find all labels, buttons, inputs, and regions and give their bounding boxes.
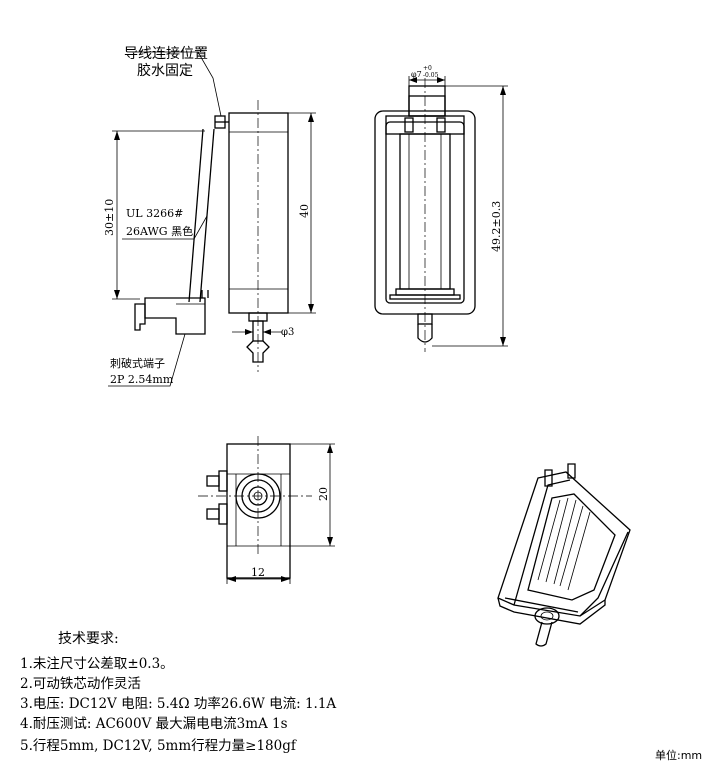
callout-wire-position-2: 胶水固定	[137, 62, 193, 79]
terminal-connector	[144, 297, 206, 335]
solenoid-body-side	[228, 112, 289, 314]
dim-height: 20	[317, 487, 330, 501]
iso-shaft	[535, 621, 553, 647]
requirement-item-5: 5.行程5mm, DC12V, 5mm行程力量≥180gf	[20, 738, 296, 754]
bottom-shaft	[417, 324, 433, 343]
leader-terminal	[108, 333, 186, 387]
callout-terminal-2: 2P 2.54mm	[110, 373, 174, 386]
requirement-item-1: 1.未注尺寸公差取±0.3。	[20, 656, 174, 672]
dim-plunger-tol-lower: -0.05	[423, 72, 439, 79]
body-bottom-view	[226, 443, 291, 579]
requirement-item-4: 4.耐压测试: AC600V 最大漏电电流3mA 1s	[20, 716, 288, 732]
bottom-view: 20 12	[198, 436, 335, 584]
requirement-item-2: 2.可动铁芯动作灵活	[20, 676, 141, 692]
dim-wire-length: 30±10	[103, 199, 116, 236]
leader-wire-spec	[122, 215, 208, 240]
dim-plunger-tol-upper: +0	[423, 65, 432, 72]
lead-wire	[188, 128, 204, 303]
callout-wire-position-1: 导线连接位置	[124, 45, 208, 62]
dim-body-length: 40	[298, 204, 311, 218]
front-view: φ7 +0 -0.05 49.2±0.3	[374, 65, 508, 352]
requirements-title: 技术要求:	[58, 631, 119, 647]
callout-wire-spec-2: 26AWG 黑色	[126, 224, 193, 238]
dim-total-length: 49.2±0.3	[490, 201, 503, 252]
requirement-item-3: 3.电压: DC12V 电阻: 5.4Ω 功率26.6W 电流: 1.1A	[20, 696, 337, 712]
dim-width: 12	[251, 566, 265, 579]
callout-terminal-1: 刺破式端子	[110, 356, 165, 370]
callout-wire-spec-1: UL 3266#	[126, 207, 183, 220]
isometric-view	[497, 463, 631, 647]
leader-wire-position	[132, 51, 222, 117]
dim-plunger-dia: φ7	[411, 70, 422, 79]
unit-label: 单位:mm	[655, 749, 703, 762]
dim-shaft-dia: φ3	[281, 327, 294, 338]
side-view: 30±10 40 φ3	[103, 51, 316, 387]
